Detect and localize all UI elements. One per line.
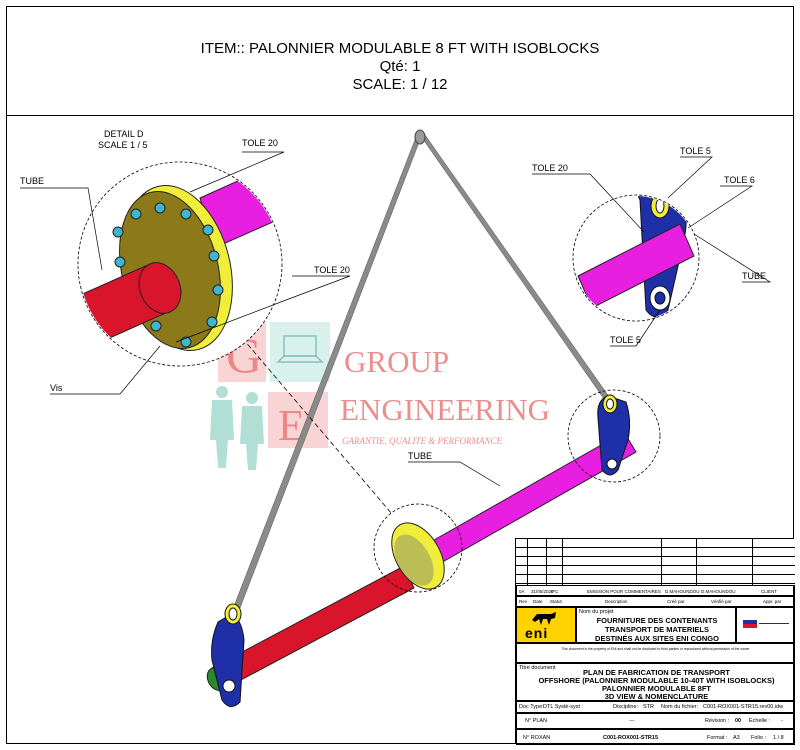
document-title-box: Titre document PLAN DE FABRICATION DE TR… bbox=[516, 663, 795, 701]
detail-circle-lug bbox=[567, 389, 661, 483]
right-lifting-lug bbox=[597, 395, 631, 476]
left-lifting-lug bbox=[211, 613, 245, 707]
revision-row: 0A 31/05/2020 IFC EMISSION POUR COMMENTA… bbox=[516, 585, 795, 596]
label-tube-b: TUBE bbox=[742, 271, 766, 281]
quantity-line: Qté: 1 bbox=[379, 58, 421, 75]
watermark-group-text: GROUP bbox=[344, 344, 449, 379]
plan-number-row: N° PLAN --- Révision : 00 Echelle : - bbox=[516, 713, 795, 729]
people-silhouette-icon bbox=[210, 386, 264, 470]
center-flange bbox=[391, 522, 445, 590]
label-detail-scale: SCALE 1 / 5 bbox=[98, 140, 148, 150]
leader-lines bbox=[20, 151, 772, 487]
eni-logo: eni bbox=[516, 607, 576, 643]
item-title: ITEM:: PALONNIER MODULABLE 8 FT WITH ISO… bbox=[200, 40, 600, 57]
label-tole5-b: TOLE 5 bbox=[610, 335, 641, 345]
flag-icon bbox=[743, 620, 757, 628]
label-tole5-a: TOLE 5 bbox=[680, 146, 711, 156]
label-tube-c: TUBE bbox=[408, 451, 432, 461]
roxan-number-row: N° ROXAN C001-ROX001-STR15 Format : A3 F… bbox=[516, 729, 795, 745]
detail-bolts bbox=[112, 202, 224, 348]
contractor-logo bbox=[736, 607, 795, 643]
label-tole20-b: TOLE 20 bbox=[314, 265, 350, 275]
watermark-engineering-text: ENGINEERING bbox=[340, 392, 550, 427]
scale-line: SCALE: 1 / 12 bbox=[352, 76, 448, 93]
doc-type-row: Doc Type: DTL Systè-syst : Discipline: S… bbox=[516, 701, 795, 713]
label-tube-a: TUBE bbox=[20, 176, 44, 186]
watermark-logo: G E GROUP ENGINEERING GARANTIE, QUALITE … bbox=[210, 322, 550, 470]
detail-circle-flange bbox=[373, 503, 463, 593]
watermark-tagline: GARANTIE, QUALITE & PERFORMANCE bbox=[342, 436, 502, 446]
spreader-beam bbox=[206, 394, 637, 707]
label-tole6: TOLE 6 bbox=[724, 175, 755, 185]
watermark-square-laptop bbox=[270, 322, 330, 382]
title-header: ITEM:: PALONNIER MODULABLE 8 FT WITH ISO… bbox=[6, 6, 794, 116]
six-legged-dog-icon bbox=[529, 610, 559, 626]
confidentiality-notice: This document is the property of ENI and… bbox=[516, 643, 795, 663]
label-detail-d: DETAIL D bbox=[104, 129, 144, 139]
master-link bbox=[414, 129, 426, 145]
label-tole20-c: TOLE 20 bbox=[532, 163, 568, 173]
label-tole20-a: TOLE 20 bbox=[242, 138, 278, 148]
label-vis: Vis bbox=[50, 383, 63, 393]
project-box: Nom du projet FOURNITURE DES CONTENANTS … bbox=[576, 607, 736, 643]
detail-link-line bbox=[231, 325, 393, 515]
revision-header-row: Rev Date Statut Description Créé par Vér… bbox=[516, 596, 795, 607]
laptop-icon bbox=[276, 335, 324, 363]
lug-detail-view bbox=[572, 194, 700, 322]
title-block: 0A 31/05/2020 IFC EMISSION POUR COMMENTA… bbox=[515, 538, 795, 745]
